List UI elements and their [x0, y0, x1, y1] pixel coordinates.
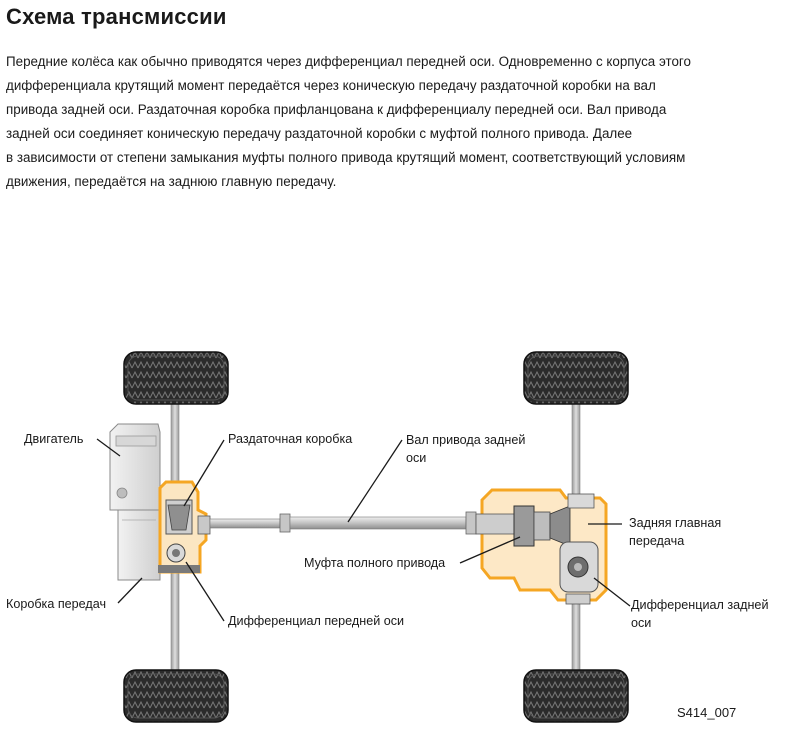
label-engine: Двигатель [24, 432, 84, 446]
rear-drive-unit [475, 488, 608, 605]
label-rear-shaft: Вал привода задней оси [406, 433, 526, 465]
label-awd-clutch: Муфта полного привода [304, 556, 446, 570]
label-rear-final-drive: Задняя главная передача [629, 516, 722, 548]
label-front-diff: Дифференциал передней оси [228, 614, 405, 628]
leader-lines [96, 438, 631, 622]
label-rear-diff: Дифференциал задней оси [631, 598, 769, 630]
rear-top-wheel [523, 351, 629, 405]
front-top-wheel [123, 351, 229, 405]
front-drive-unit [158, 480, 211, 574]
engine [109, 423, 161, 511]
rear-bottom-wheel [523, 669, 629, 723]
description-paragraph: Передние колёса как обычно приводятся че… [6, 54, 691, 189]
label-transfer-case: Раздаточная коробка [228, 432, 353, 446]
front-bottom-wheel [123, 669, 229, 723]
propeller-shaft [209, 511, 477, 535]
page-title: Схема трансмиссии [6, 4, 227, 29]
figure-code: S414_007 [677, 705, 737, 720]
label-gearbox: Коробка передач [6, 597, 107, 611]
gearbox [117, 509, 161, 581]
